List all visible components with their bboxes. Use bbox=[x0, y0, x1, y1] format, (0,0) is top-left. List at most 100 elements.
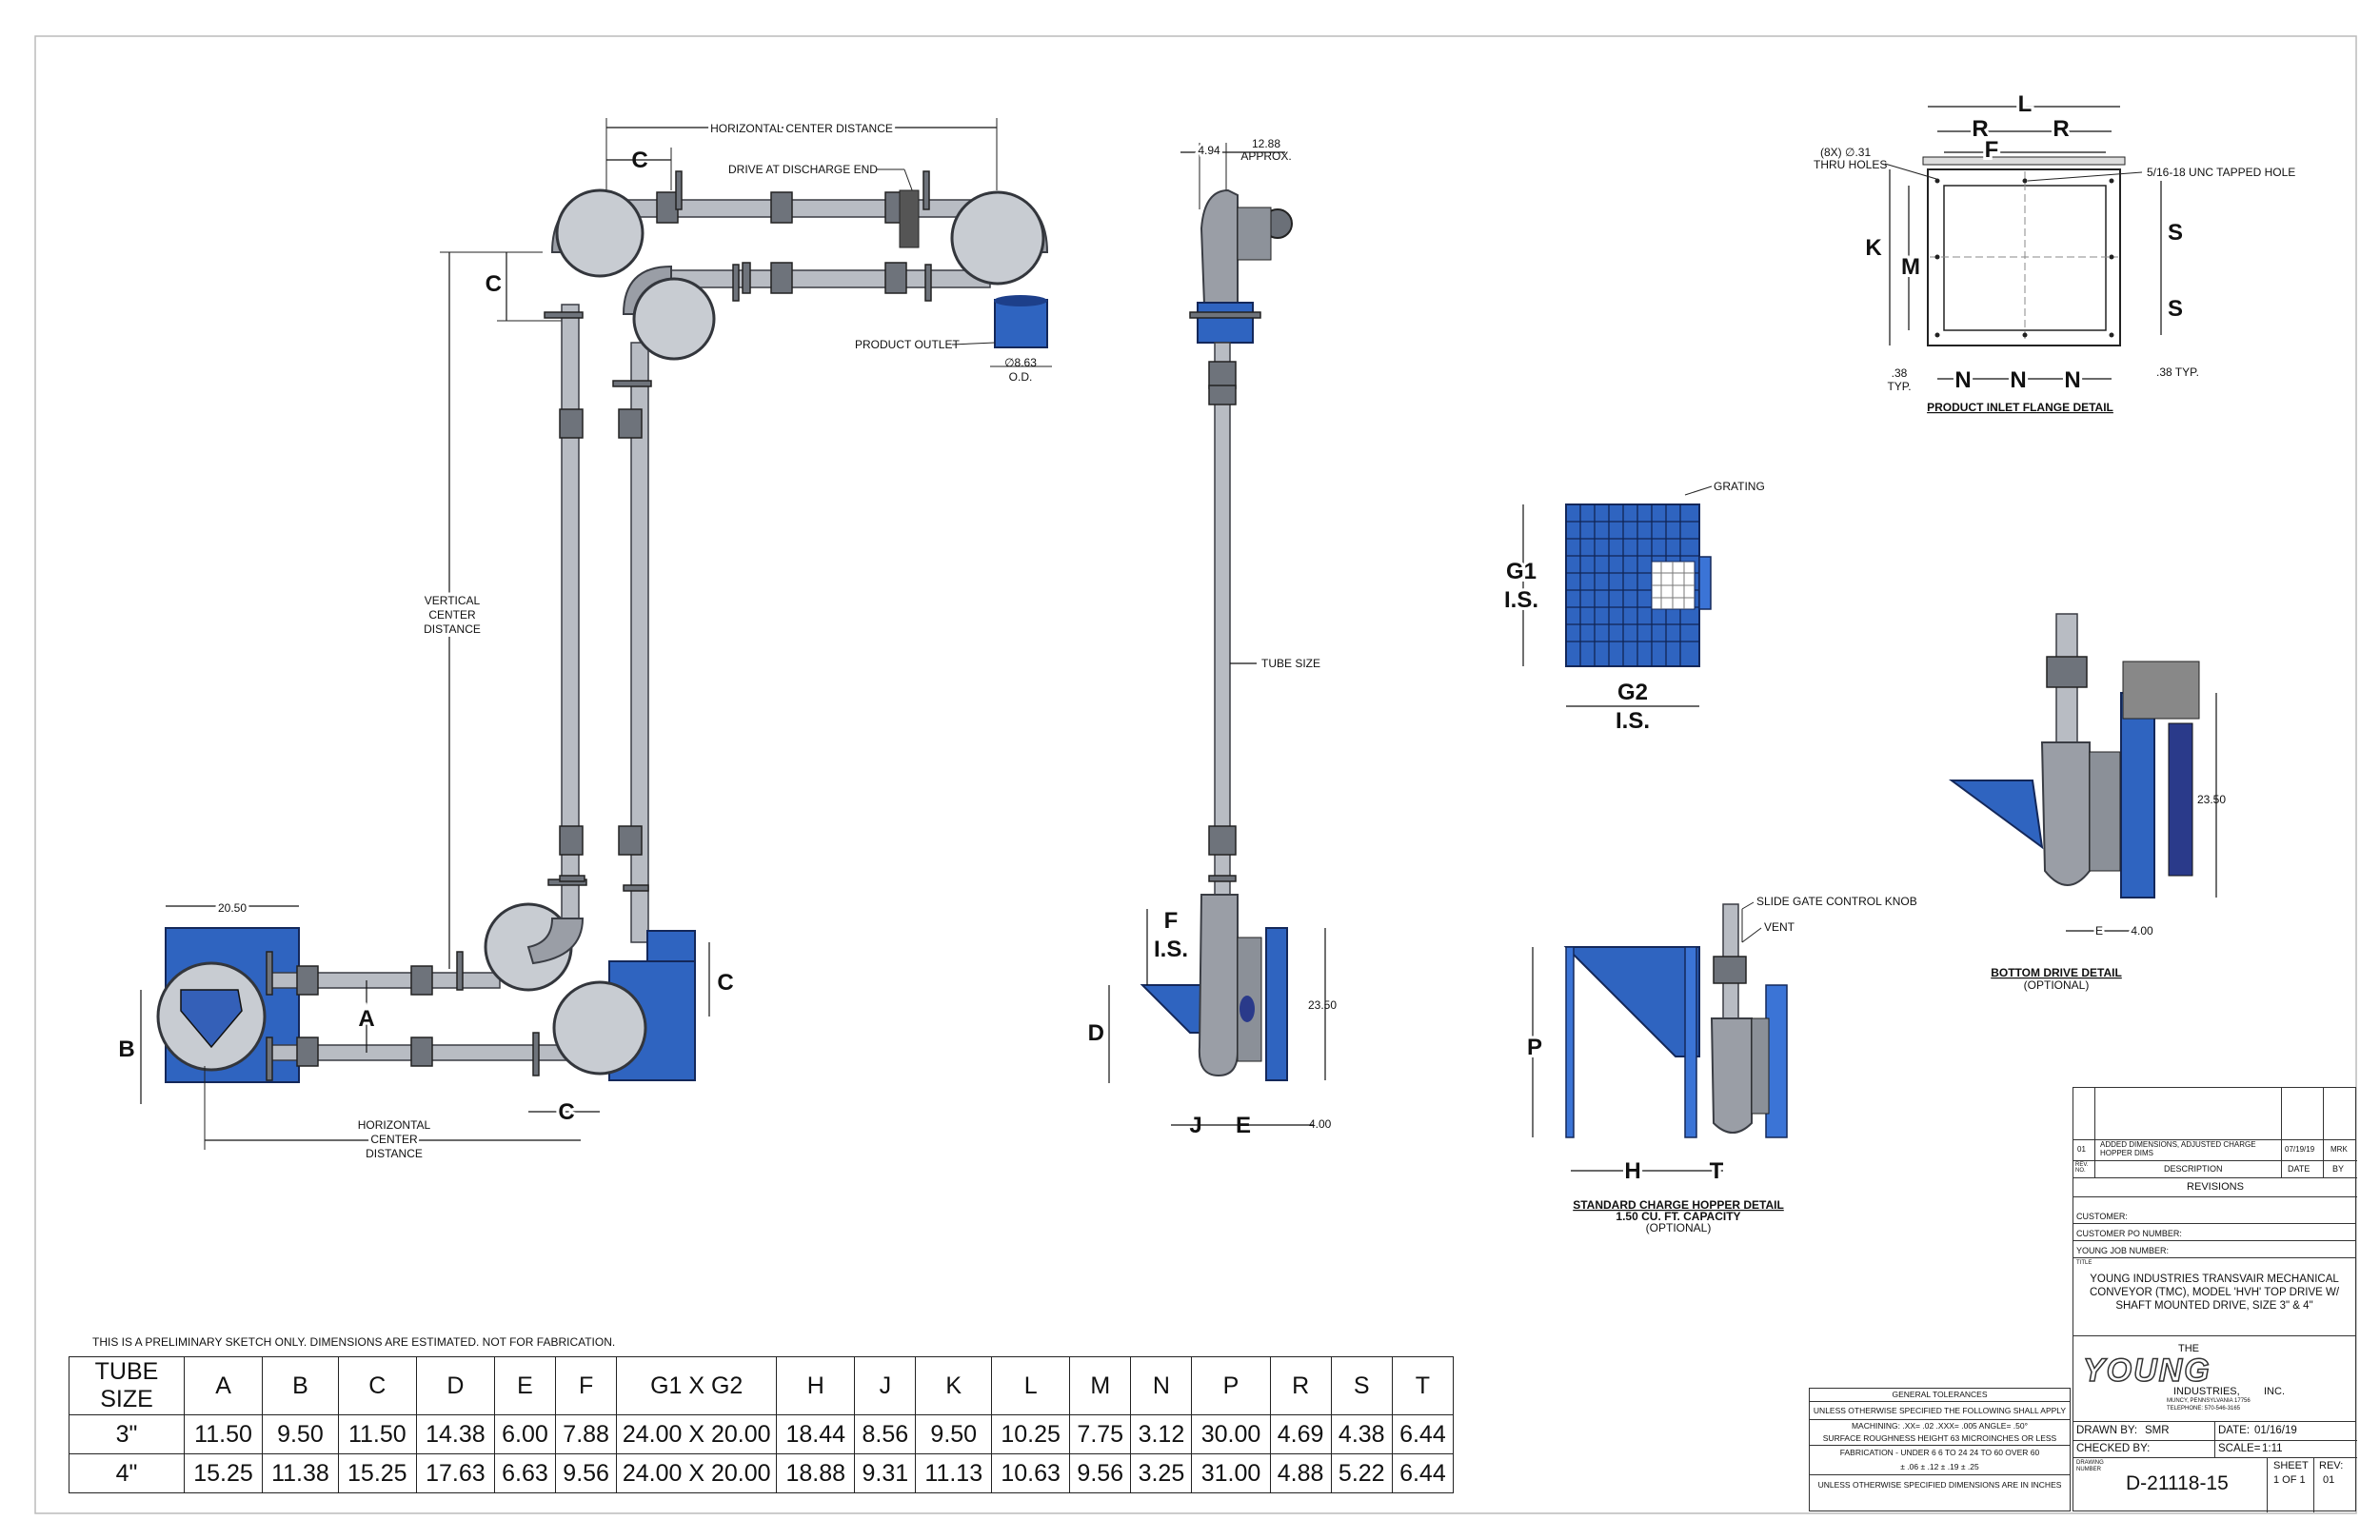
dim-e: E bbox=[1236, 1113, 1251, 1138]
table-header: M bbox=[1069, 1356, 1132, 1415]
table-header: D bbox=[415, 1356, 495, 1415]
drawing-title-3: SHAFT MOUNTED DRIVE, SIZE 3" & 4" bbox=[2115, 1300, 2313, 1312]
table-cell: 10.63 bbox=[991, 1453, 1071, 1493]
table-row: 3" 11.50 9.50 11.50 14.38 6.00 7.88 24.0… bbox=[69, 1414, 1455, 1454]
logo-address: MUNCY, PENNSYLVANIA 17756 bbox=[2167, 1398, 2251, 1404]
company-logo: THE YOUNG INDUSTRIES, INC. MUNCY, PENNSY… bbox=[2082, 1343, 2350, 1412]
bottom-drive-2350: 23.50 bbox=[2197, 793, 2226, 806]
tolerances-line: SURFACE ROUGHNESS HEIGHT 63 MICROINCHES … bbox=[1810, 1432, 2070, 1446]
bottom-drive-e: E bbox=[2095, 924, 2103, 938]
table-header: TUBE SIZE bbox=[69, 1356, 185, 1415]
outlet-od: O.D. bbox=[1009, 370, 1033, 384]
table-header: T bbox=[1391, 1356, 1455, 1415]
drawing-number-label: DRAWING NUMBER bbox=[2076, 1460, 2104, 1472]
bottom-drive-400: 4.00 bbox=[2131, 924, 2153, 938]
date-label: DATE: bbox=[2218, 1425, 2251, 1436]
grating-g1: G1 bbox=[1506, 559, 1537, 584]
table-row: 4" 15.25 11.38 15.25 17.63 6.63 9.56 24.… bbox=[69, 1453, 1455, 1493]
sheet-border bbox=[34, 35, 2357, 1514]
dim-c-bottom: C bbox=[558, 1099, 574, 1125]
grating-g2: G2 bbox=[1617, 680, 1648, 705]
flange-typ1a: .38 bbox=[1892, 366, 1908, 380]
flange-m: M bbox=[1901, 254, 1920, 280]
logo-inc: INC. bbox=[2264, 1386, 2285, 1397]
customer-field: CUSTOMER: bbox=[2076, 1212, 2128, 1221]
title-block: 01 ADDED DIMENSIONS, ADJUSTED CHARGE HOP… bbox=[2073, 1087, 2357, 1512]
dim-j: J bbox=[1189, 1113, 1201, 1138]
rev-value: 01 bbox=[2323, 1474, 2335, 1486]
grating-label: GRATING bbox=[1714, 480, 1765, 493]
table-cell: 8.56 bbox=[854, 1414, 917, 1454]
flange-l: L bbox=[2018, 91, 2033, 117]
tolerances-block: GENERAL TOLERANCES UNLESS OTHERWISE SPEC… bbox=[1809, 1388, 2071, 1511]
flange-r1: R bbox=[1972, 116, 1988, 142]
rev-number: 01 bbox=[2077, 1145, 2086, 1154]
dim-1288: 12.88 bbox=[1252, 137, 1280, 150]
outlet-dia: ∅8.63 bbox=[1004, 356, 1037, 369]
dim-b: B bbox=[118, 1037, 134, 1062]
table-cell: 3.25 bbox=[1130, 1453, 1193, 1493]
table-cell: 7.75 bbox=[1069, 1414, 1132, 1454]
flange-s2: S bbox=[2168, 296, 2183, 322]
dim-c-left: C bbox=[486, 271, 502, 297]
rev-desc: ADDED DIMENSIONS, ADJUSTED CHARGE HOPPER… bbox=[2100, 1140, 2256, 1157]
scale-value: 1:11 bbox=[2262, 1443, 2283, 1454]
drawn-by-label: DRAWN BY: bbox=[2076, 1425, 2138, 1436]
rev-col-by: BY bbox=[2332, 1164, 2345, 1174]
hopper-title: STANDARD CHARGE HOPPER DETAIL bbox=[1573, 1198, 1784, 1212]
table-cell: 24.00 X 20.00 bbox=[616, 1453, 778, 1493]
table-cell: 9.56 bbox=[555, 1453, 618, 1493]
table-header: C bbox=[337, 1356, 417, 1415]
table-cell: 30.00 bbox=[1191, 1414, 1271, 1454]
horizontal-center-distance-b1: HORIZONTAL bbox=[358, 1118, 431, 1132]
scale-label: SCALE= bbox=[2218, 1443, 2261, 1454]
flange-r2: R bbox=[2053, 116, 2069, 142]
rev-col-rev: REV. NO. bbox=[2075, 1162, 2089, 1174]
title-label: TITLE bbox=[2076, 1260, 2092, 1266]
table-cell: 5.22 bbox=[1330, 1453, 1393, 1493]
side-blue-coupling bbox=[1197, 302, 1254, 344]
tolerances-line: UNLESS OTHERWISE SPECIFIED DIMENSIONS AR… bbox=[1817, 1480, 2062, 1490]
logo-industries: INDUSTRIES, bbox=[2173, 1386, 2240, 1397]
drawing-number: D-21118-15 bbox=[2126, 1472, 2229, 1494]
grating-g1-is: I.S. bbox=[1504, 587, 1538, 613]
job-number-field: YOUNG JOB NUMBER: bbox=[2076, 1246, 2170, 1255]
tolerances-line: ± .06 ± .12 ± .19 ± .25 bbox=[1810, 1459, 2070, 1475]
table-cell: 11.50 bbox=[337, 1414, 417, 1454]
drive-discharge-label: DRIVE AT DISCHARGE END bbox=[728, 163, 878, 176]
flange-typ2: .38 TYP. bbox=[2156, 365, 2199, 379]
tube-size-table: TUBE SIZE A B C D E F G1 X G2 H J K L M … bbox=[69, 1356, 1455, 1493]
table-header: G1 X G2 bbox=[616, 1356, 778, 1415]
table-cell: 4.38 bbox=[1330, 1414, 1393, 1454]
dim-494: 4.94 bbox=[1198, 144, 1220, 157]
table-header: N bbox=[1130, 1356, 1193, 1415]
table-header: R bbox=[1269, 1356, 1332, 1415]
grating-detail: GRATING G1 I.S. G2 I.S. bbox=[1501, 480, 1765, 734]
table-cell: 18.88 bbox=[776, 1453, 856, 1493]
table-header: H bbox=[776, 1356, 856, 1415]
hopper-p: P bbox=[1527, 1035, 1542, 1060]
table-cell: 11.38 bbox=[262, 1453, 339, 1493]
table-cell: 14.38 bbox=[415, 1414, 495, 1454]
customer-po-field: CUSTOMER PO NUMBER: bbox=[2076, 1229, 2182, 1238]
table-cell: 11.50 bbox=[183, 1414, 264, 1454]
table-header-row: TUBE SIZE A B C D E F G1 X G2 H J K L M … bbox=[69, 1356, 1455, 1415]
flange-n1: N bbox=[1954, 367, 1971, 393]
table-header: B bbox=[262, 1356, 339, 1415]
dim-f: F bbox=[1164, 908, 1179, 934]
flange-detail-title: PRODUCT INLET FLANGE DETAIL bbox=[1927, 401, 2113, 414]
table-header: E bbox=[493, 1356, 557, 1415]
tolerances-line: MACHINING: .XX= .02 .XXX= .005 ANGLE= .5… bbox=[1851, 1421, 2029, 1431]
rev-label: REV: bbox=[2319, 1460, 2344, 1471]
table-header: P bbox=[1191, 1356, 1271, 1415]
table-cell: 18.44 bbox=[776, 1414, 856, 1454]
flange-s1: S bbox=[2168, 220, 2183, 246]
logo-the: THE bbox=[2178, 1343, 2199, 1354]
table-cell: 6.63 bbox=[493, 1453, 557, 1493]
product-inlet-flange-detail: L R R F (8X) ∅.31 THRU HOLES 5/16-18 UNC… bbox=[1814, 89, 2295, 414]
grating-g2-is: I.S. bbox=[1616, 708, 1650, 734]
dim-approx: APPROX. bbox=[1240, 149, 1291, 163]
hopper-body bbox=[1563, 946, 1700, 1057]
horizontal-center-distance-b3: DISTANCE bbox=[366, 1147, 423, 1160]
table-cell: 4.88 bbox=[1269, 1453, 1332, 1493]
